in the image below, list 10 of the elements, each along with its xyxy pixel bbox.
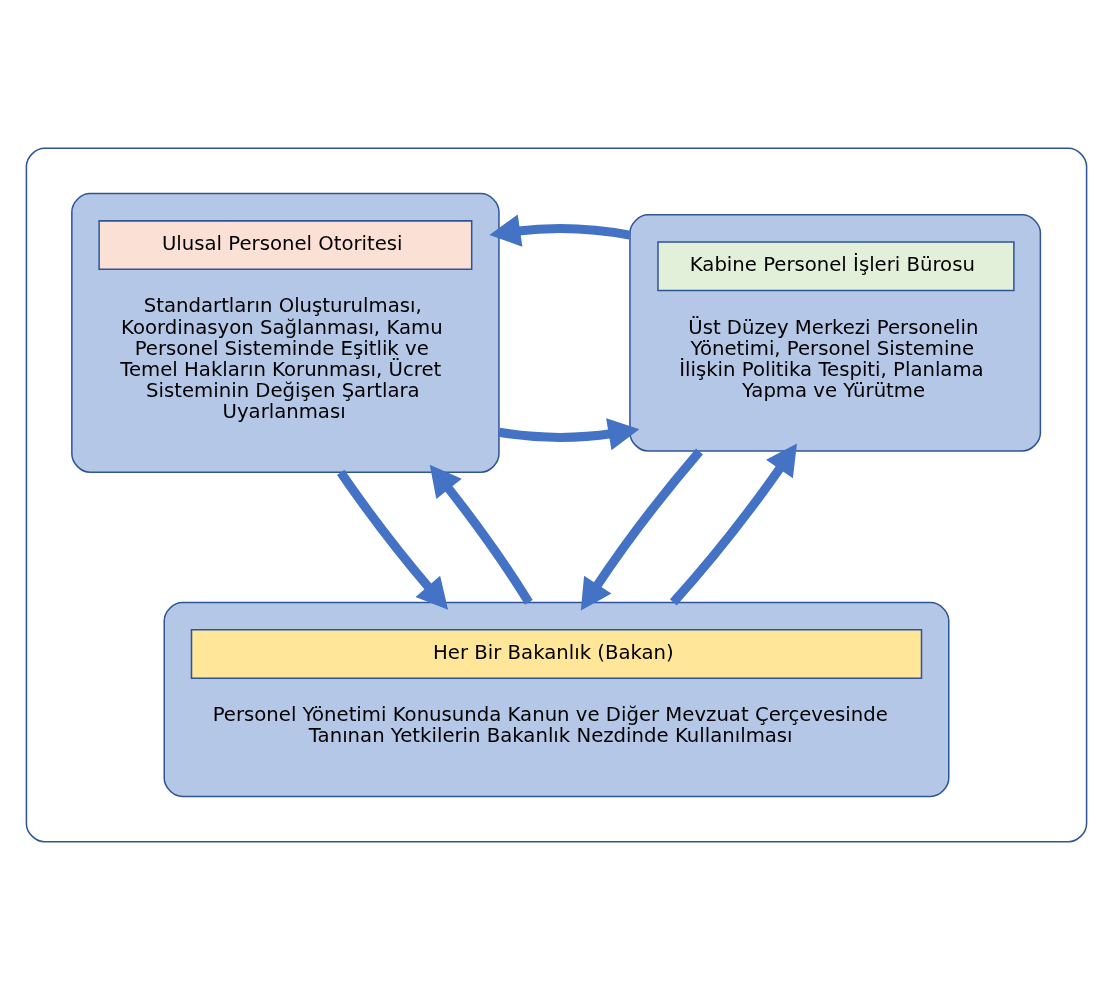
arrow bbox=[429, 464, 533, 605]
arrow bbox=[580, 448, 703, 611]
arrow bbox=[489, 214, 631, 247]
node-box: Kabine Personel İşleri Bürosu Üst Düzey Merkezi Personelin Yönetimi, Personel Sistemine İlişkin Politika Tespiti, Planlama Yapma ve Yürütme bbox=[629, 214, 1042, 452]
arrow bbox=[336, 469, 449, 610]
arrow bbox=[498, 418, 640, 451]
cluster bbox=[25, 147, 1088, 843]
node-box: Her Bir Bakanlık (Bakan) Personel Yönetimi Konusunda Kanun ve Diğer Mevzuat Çerçevesinde Tanınan Yetkilerin Bakanlık Nezdinde Kullanılması bbox=[163, 601, 950, 798]
arrow bbox=[669, 443, 797, 606]
node-box: Ulusal Personel Otoritesi Standartların Oluşturulması, Koordinasyon Sağlanması, Kamu Personel Sisteminde Eşitlik ve Temel Hakların Korunması, Ücret Sisteminin Değişen Şartlara Uyarlanması bbox=[71, 192, 500, 474]
